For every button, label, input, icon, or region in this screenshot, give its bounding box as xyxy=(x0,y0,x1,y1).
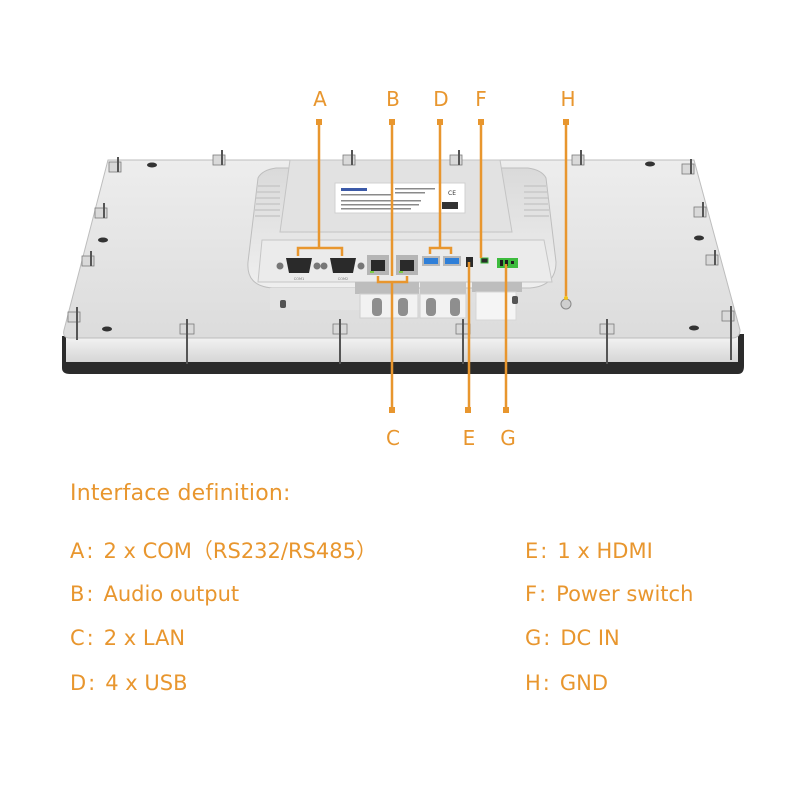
callout-label-b: B xyxy=(386,87,400,111)
mounting-holes xyxy=(98,161,704,332)
callout-label-g: G xyxy=(500,426,516,450)
definition-h: H: GND xyxy=(525,673,608,694)
callout-label-h: H xyxy=(560,87,576,111)
callout-line-h xyxy=(563,119,569,296)
com1-port-label: COM1 xyxy=(294,277,304,281)
callout-line-e xyxy=(465,262,471,413)
definition-text: 1 x HDMI xyxy=(557,539,653,563)
callout-line-d xyxy=(428,119,453,254)
definition-sep: : xyxy=(86,626,94,650)
definition-f: F: Power switch xyxy=(525,584,693,605)
cable-brackets xyxy=(270,282,522,321)
definition-sep: : xyxy=(539,582,547,606)
definition-key: H xyxy=(525,671,541,695)
callout-label-a: A xyxy=(313,87,327,111)
com-ports: COM1 COM2 xyxy=(276,258,365,281)
callout-line-g xyxy=(503,264,509,413)
definition-key: C xyxy=(70,626,85,650)
com2-port-label: COM2 xyxy=(338,277,348,281)
definition-text: Power switch xyxy=(556,582,694,606)
definition-c: C:2 x LAN xyxy=(70,628,185,649)
callout-line-b xyxy=(389,119,395,276)
definition-text: GND xyxy=(559,671,609,695)
definition-sep: : xyxy=(86,539,94,563)
usb-ports xyxy=(422,256,461,266)
definition-d: D:4 x USB xyxy=(70,673,188,694)
definition-text: DC IN xyxy=(560,626,620,650)
callout-lines xyxy=(296,119,569,413)
section-title: Interface definition: xyxy=(70,481,291,506)
definition-key: G xyxy=(525,626,542,650)
definition-sep: : xyxy=(540,539,548,563)
power-switch xyxy=(480,257,489,264)
definition-a: A:2 x COM（RS232/RS485） xyxy=(70,541,377,562)
definition-g: G: DC IN xyxy=(525,628,620,649)
callout-line-c xyxy=(376,276,409,413)
gnd-screw xyxy=(560,296,572,310)
callout-line-a xyxy=(296,119,344,256)
definition-sep: : xyxy=(86,582,94,606)
definition-sep: : xyxy=(88,671,96,695)
definition-key: E xyxy=(525,539,539,563)
definition-text: 4 x USB xyxy=(105,671,188,695)
definition-key: D xyxy=(70,671,87,695)
definition-text: 2 x COM（RS232/RS485） xyxy=(103,539,377,563)
definition-key: B xyxy=(70,582,85,606)
callout-label-f: F xyxy=(475,87,487,111)
lan-ports xyxy=(367,255,418,275)
callout-label-e: E xyxy=(462,426,476,450)
definition-text: 2 x LAN xyxy=(103,626,186,650)
definition-key: A xyxy=(70,539,85,563)
definition-sep: : xyxy=(543,626,551,650)
io-housing: CE COM1 COM2 xyxy=(247,159,557,289)
front-bezel xyxy=(62,334,744,374)
definition-b: B: Audio output xyxy=(70,584,239,605)
mounting-clamps xyxy=(67,150,735,364)
definition-sep: : xyxy=(542,671,550,695)
callout-label-c: C xyxy=(386,426,400,450)
callout-label-d: D xyxy=(433,87,449,111)
definition-e: E:1 x HDMI xyxy=(525,541,653,562)
definition-text: Audio output xyxy=(103,582,240,606)
definition-key: F xyxy=(525,582,538,606)
callout-line-f xyxy=(478,119,484,258)
svg-text:CE: CE xyxy=(448,190,456,197)
